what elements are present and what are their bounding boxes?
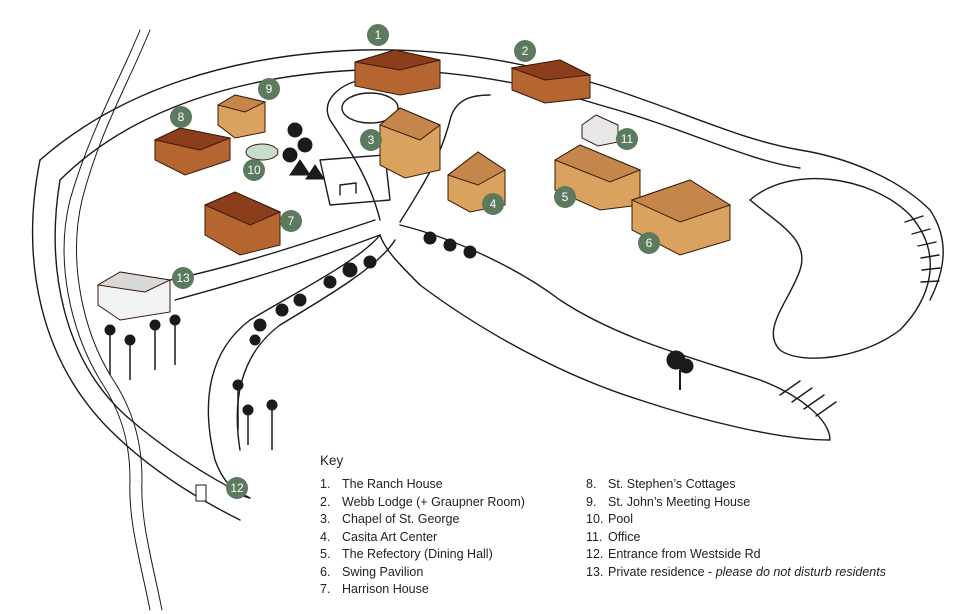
key-item-number: 8.: [586, 477, 597, 491]
key-item: 4. Casita Art Center: [320, 529, 525, 547]
key-item: 7. Harrison House: [320, 581, 525, 599]
building-ranch-house: [354, 49, 441, 96]
parking-stripes: [779, 215, 941, 417]
key-item-note: please do not disturb residents: [715, 564, 886, 579]
marker-11-office[interactable]: 11: [616, 128, 638, 150]
key-title: Key: [320, 453, 344, 468]
key-item-number: 1.: [320, 477, 331, 491]
key-item-number: 5.: [320, 547, 331, 561]
building-st-johns-meeting-house: [216, 94, 267, 139]
key-item-label: Swing Pavilion: [342, 564, 424, 579]
key-item-number: 7.: [320, 582, 331, 596]
key-item: 6. Swing Pavilion: [320, 564, 525, 582]
key-item: 11. Office: [586, 529, 886, 547]
key-item: 12. Entrance from Westside Rd: [586, 546, 886, 564]
building-private-residence: [96, 271, 172, 321]
key-item-label: Casita Art Center: [342, 529, 438, 544]
key-item-label: Entrance from Westside Rd: [608, 547, 761, 561]
parking-loop: [749, 177, 931, 359]
river: [63, 29, 163, 611]
key-item-label: Harrison House: [342, 582, 429, 596]
entrance-sign: [195, 484, 207, 502]
marker-6-swing-pavilion[interactable]: 6: [638, 232, 660, 254]
building-chapel: [379, 107, 441, 179]
key-item-label: St. Stephen’s Cottages: [608, 477, 736, 491]
key-item-number: 2.: [320, 494, 331, 509]
building-st-stephens-cottages: [153, 127, 232, 176]
tree-cluster-north: [282, 122, 325, 180]
marker-13-private-residence[interactable]: 13: [172, 267, 194, 289]
marker-3-chapel[interactable]: 3: [360, 129, 382, 151]
marker-9-st-johns-meeting-house[interactable]: 9: [258, 78, 280, 100]
field: [319, 154, 391, 206]
key-item: 1. The Ranch House: [320, 476, 525, 494]
building-webb-lodge: [510, 59, 592, 104]
goal: [339, 182, 357, 196]
lone-tree: [666, 350, 694, 390]
pool-shape: [245, 143, 279, 161]
marker-10-pool[interactable]: 10: [243, 159, 265, 181]
left-road: [32, 159, 251, 521]
marker-4-casita[interactable]: 4: [482, 193, 504, 215]
central-road-c: [379, 224, 831, 441]
key-item: 13. Private residence - please do not dis…: [586, 564, 886, 582]
tree-cluster-middle: [323, 231, 477, 289]
key-item-label: The Ranch House: [342, 477, 443, 491]
map-key: Key 1. The Ranch House 2. Webb Lodge (+ Gr…: [320, 453, 960, 603]
central-road-a: [169, 219, 381, 301]
marker-1-ranch-house[interactable]: 1: [367, 24, 389, 46]
building-harrison-house: [203, 191, 282, 256]
key-item: 2. Webb Lodge (+ Graupner Room): [320, 494, 525, 512]
building-refectory: [553, 144, 642, 211]
marker-5-refectory[interactable]: 5: [554, 186, 576, 208]
key-item: 3. Chapel of St. George: [320, 511, 525, 529]
key-item: 8. St. Stephen’s Cottages: [586, 476, 886, 494]
key-item-number: 11.: [586, 529, 603, 544]
key-column-right: 8. St. Stephen’s Cottages 9. St. John’s Me…: [586, 476, 886, 581]
key-item-label: St. John’s Meeting House: [608, 494, 751, 509]
key-item: 9. St. John’s Meeting House: [586, 494, 886, 512]
key-column-left: 1. The Ranch House 2. Webb Lodge (+ Graupn…: [320, 476, 525, 599]
key-item-number: 13.: [586, 564, 604, 579]
key-item-label: Chapel of St. George: [342, 512, 460, 526]
marker-8-st-stephens-cottages[interactable]: 8: [170, 106, 192, 128]
building-office: [581, 114, 619, 147]
key-item-number: 10.: [586, 512, 604, 526]
key-item-number: 3.: [320, 512, 331, 526]
tree-cluster-south: [249, 293, 307, 346]
key-item-label: The Refectory (Dining Hall): [342, 547, 493, 561]
key-item: 10. Pool: [586, 511, 886, 529]
outer-road: [39, 49, 944, 301]
tree-row-entrance: [232, 379, 278, 450]
key-item-label: Private residence -: [608, 564, 716, 579]
north-road: [326, 79, 491, 223]
key-item-label: Pool: [608, 512, 634, 526]
marker-12-entrance[interactable]: 12: [226, 477, 248, 499]
tree-row-residence: [104, 314, 181, 380]
front-circle: [341, 92, 399, 124]
key-item-number: 4.: [320, 529, 331, 544]
key-item-number: 9.: [586, 494, 597, 509]
marker-2-webb-lodge[interactable]: 2: [514, 40, 536, 62]
marker-7-harrison-house[interactable]: 7: [280, 210, 302, 232]
key-item-label: Office: [608, 529, 641, 544]
key-item: 5. The Refectory (Dining Hall): [320, 546, 525, 564]
key-item-number: 6.: [320, 564, 331, 579]
key-item-number: 12.: [586, 547, 604, 561]
key-item-label: Webb Lodge (+ Graupner Room): [342, 494, 525, 509]
